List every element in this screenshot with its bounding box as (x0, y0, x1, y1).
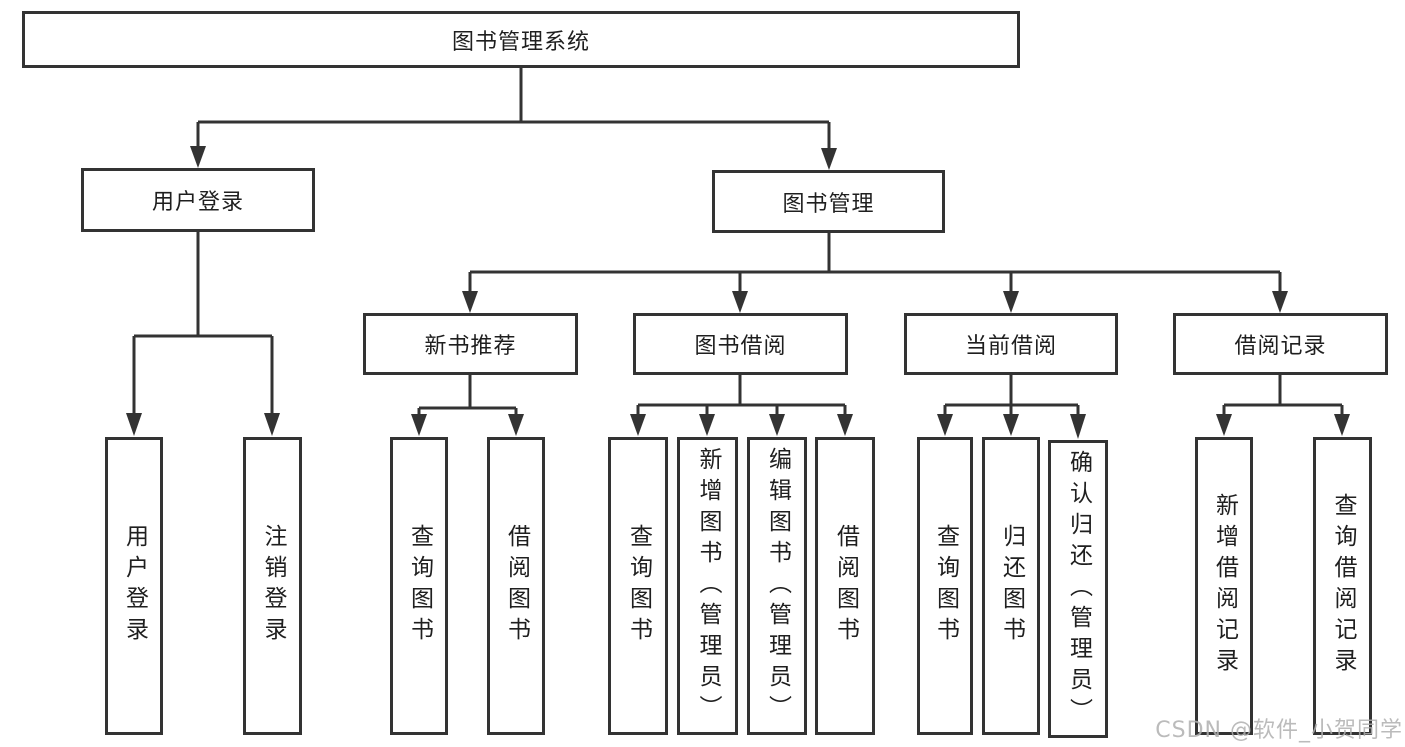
leaf-query-books-newbook: 查询图书 (390, 437, 448, 735)
leaf-label: 查询图书 (625, 524, 652, 648)
leaf-logout: 注销登录 (243, 437, 302, 735)
csdn-watermark: CSDN @软件_小贺同学 (1155, 718, 1403, 743)
leaf-label: 编辑图书（管理员） (764, 446, 791, 726)
leaf-label: 借阅图书 (832, 524, 859, 648)
node-book-management: 图书管理 (712, 170, 945, 233)
leaf-query-books-borrowing: 查询图书 (608, 437, 668, 735)
leaf-confirm-return-admin: 确认归还（管理员） (1048, 440, 1108, 738)
leaf-label: 查询借阅记录 (1330, 493, 1356, 679)
leaf-return-books: 归还图书 (982, 437, 1040, 735)
leaf-borrow-books-borrowing: 借阅图书 (815, 437, 875, 735)
node-borrowing-records: 借阅记录 (1173, 313, 1388, 375)
leaf-borrow-books-newbook: 借阅图书 (487, 437, 545, 735)
leaf-add-book-admin: 新增图书（管理员） (677, 437, 738, 735)
leaf-query-books-current: 查询图书 (917, 437, 973, 735)
leaf-label: 新增借阅记录 (1211, 493, 1238, 679)
node-book-borrowing: 图书借阅 (633, 313, 848, 375)
node-user-login: 用户登录 (81, 168, 315, 232)
leaf-user-login: 用户登录 (105, 437, 163, 735)
node-current-borrowing: 当前借阅 (904, 313, 1118, 375)
leaf-label: 借阅图书 (503, 524, 530, 648)
leaf-label: 确认归还（管理员） (1065, 449, 1092, 729)
leaf-label: 用户登录 (121, 524, 148, 648)
leaf-edit-book-admin: 编辑图书（管理员） (747, 437, 807, 735)
leaf-label: 查询图书 (932, 524, 959, 648)
leaf-label: 新增图书（管理员） (695, 446, 721, 726)
leaf-label: 注销登录 (260, 524, 286, 648)
leaf-label: 查询图书 (406, 524, 433, 648)
node-new-book-recommendation: 新书推荐 (363, 313, 578, 375)
leaf-query-borrow-record: 查询借阅记录 (1313, 437, 1372, 735)
leaf-add-borrow-record: 新增借阅记录 (1195, 437, 1253, 735)
leaf-label: 归还图书 (998, 524, 1025, 648)
node-library-management-system: 图书管理系统 (22, 11, 1020, 68)
